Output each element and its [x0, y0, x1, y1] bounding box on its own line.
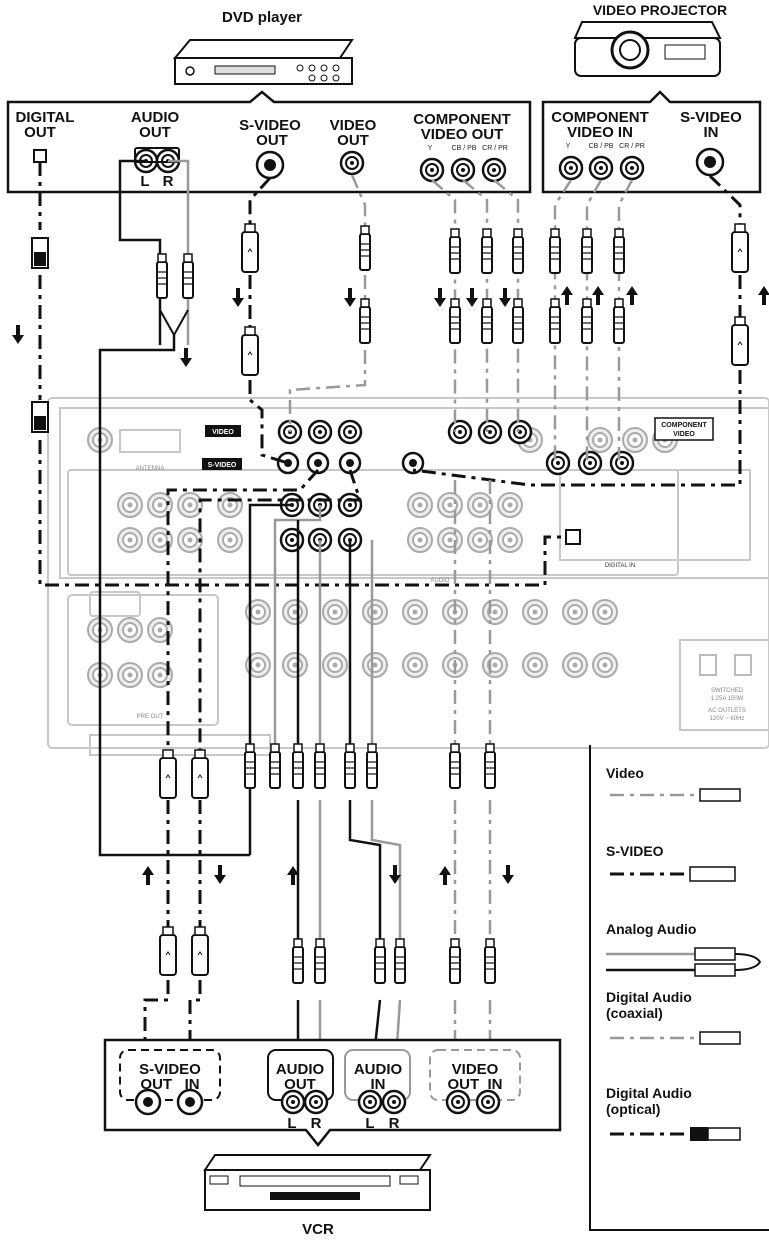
- component-out-y-jack: [421, 159, 443, 181]
- svideo-proj-arrow: [758, 286, 769, 305]
- vcr-video-in-jack: [477, 1091, 499, 1113]
- antenna-label: ANTENNA: [136, 466, 165, 472]
- receiver-component-label-1: COMPONENT: [661, 422, 707, 429]
- vcr-audio-out-r: R: [311, 1115, 322, 1132]
- audio-out-label-2: OUT: [139, 124, 171, 141]
- legend-digital-coax-label-2: (coaxial): [606, 1005, 663, 1021]
- receiver-video-label: VIDEO: [212, 429, 234, 436]
- legend-digital-optical-label-2: (optical): [606, 1101, 660, 1117]
- pre-out-label: PRE OUT: [137, 714, 164, 720]
- digital-in-label: DIGITAL IN: [605, 563, 635, 569]
- vcr-audio-out-r-jack: [305, 1091, 327, 1113]
- svideo-out-label-2: OUT: [256, 132, 288, 149]
- legend-digital-coax-label-1: Digital Audio: [606, 989, 692, 1005]
- dvd-player-icon: [175, 40, 352, 84]
- optical-arrow: [12, 325, 24, 344]
- legend: Video S-VIDEO Analog Audio Digital Audio…: [590, 745, 769, 1230]
- component-in-y: Y: [566, 143, 571, 150]
- video-dvd-arrow: [344, 288, 356, 307]
- component-in-cr: CR / PR: [619, 143, 645, 150]
- audio-label: AUDIO: [430, 578, 449, 584]
- vcr-audio-in-l-jack: [359, 1091, 381, 1113]
- ac-outlets-label-1: AC OUTLETS: [708, 708, 746, 714]
- receiver-svideo-label: S-VIDEO: [208, 462, 237, 469]
- svideo-dvd-cable: [250, 178, 288, 463]
- video-out-jack: [341, 152, 363, 174]
- vcr-audio-in-l: L: [365, 1115, 374, 1132]
- switched-label-1: SWITCHED: [711, 688, 744, 694]
- projector-title: VIDEO PROJECTOR: [593, 2, 727, 18]
- vcr-audio-out-label-2: OUT: [284, 1076, 316, 1093]
- vcr-video-out-jack: [447, 1091, 469, 1113]
- ac-outlets-label-2: 120V ~ 60Hz: [710, 716, 745, 722]
- dvd-player-title: DVD player: [222, 9, 302, 26]
- component-out-cr-jack: [483, 159, 505, 181]
- svideo-dvd-arrow: [232, 288, 244, 307]
- component-out-cr: CR / PR: [482, 145, 508, 152]
- video-out-label-2: OUT: [337, 132, 369, 149]
- vcr-audio-out-l-jack: [282, 1091, 304, 1113]
- vcr-icon: [205, 1155, 430, 1210]
- digital-out-label-2: OUT: [24, 124, 56, 141]
- legend-video-label: Video: [606, 765, 644, 781]
- component-out-cb: CB / PB: [452, 145, 477, 152]
- audio-out-r: R: [163, 173, 174, 190]
- component-out-label-2: VIDEO OUT: [421, 126, 504, 143]
- component-in-cr-jack: [621, 157, 643, 179]
- component-in-label-2: VIDEO IN: [567, 124, 633, 141]
- receiver-component-label-2: VIDEO: [673, 431, 695, 438]
- legend-analog-audio-label: Analog Audio: [606, 921, 696, 937]
- projector-icon: [575, 22, 720, 76]
- audio-out-l: L: [140, 173, 149, 190]
- optical-out-jack: [34, 150, 46, 162]
- vcr-audio-in-r: R: [389, 1115, 400, 1132]
- component-out-y: Y: [428, 145, 433, 152]
- audio-arrow-1: [180, 348, 192, 367]
- component-in-cb-jack: [590, 157, 612, 179]
- legend-digital-optical-label-1: Digital Audio: [606, 1085, 692, 1101]
- svideo-in-label-2: IN: [704, 124, 719, 141]
- component-in-cb: CB / PB: [589, 143, 614, 150]
- legend-svideo-label: S-VIDEO: [606, 843, 664, 859]
- component-out-cb-jack: [452, 159, 474, 181]
- vcr-audio-in-r-jack: [383, 1091, 405, 1113]
- vcr-audio-out-l: L: [287, 1115, 296, 1132]
- switched-label-2: 1.25A 150W: [711, 696, 744, 702]
- vcr-title: VCR: [302, 1221, 334, 1238]
- component-in-y-jack: [560, 157, 582, 179]
- video-dvd-cable: [290, 175, 365, 432]
